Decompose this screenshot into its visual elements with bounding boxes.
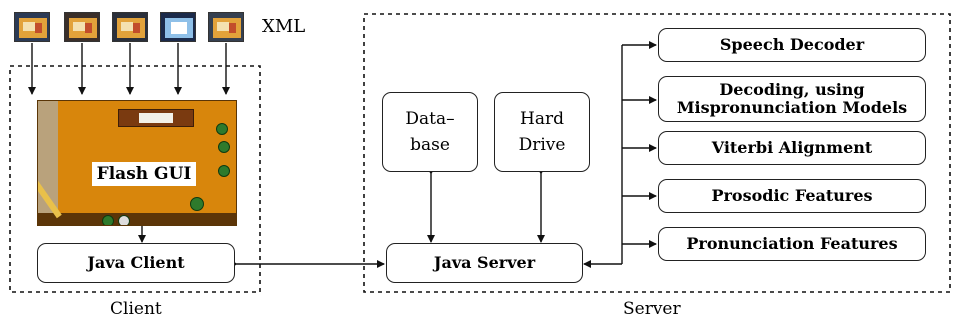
pronunciation-features-label: Pronunciation Features [686,234,898,253]
viterbi-alignment-box: Viterbi Alignment [658,131,926,165]
prosodic-features-box: Prosodic Features [658,179,926,213]
pronunciation-features-box: Pronunciation Features [658,227,926,261]
java-server-label: Java Server [433,253,536,272]
xml-screen-thumbnail-5 [208,12,244,42]
database-label-line-1: Data– [405,109,455,129]
xml-screen-thumbnail-3 [112,12,148,42]
decoding-mispronunciation-box: Decoding, using Mispronunciation Models [658,76,926,122]
decoding-label-line-2: Mispronunciation Models [676,98,908,117]
speech-decoder-box: Speech Decoder [658,28,926,62]
prosodic-features-label: Prosodic Features [711,186,873,205]
xml-screen-thumbnail-1 [14,12,50,42]
decoding-label-line-1: Decoding, using [719,80,865,99]
java-client-label: Java Client [87,253,185,272]
xml-label: XML [262,16,306,37]
xml-screen-thumbnail-4 [160,12,196,42]
flash-gui-label: Flash GUI [92,162,196,186]
client-region [9,65,261,293]
viterbi-alignment-label: Viterbi Alignment [711,138,873,157]
java-server-box: Java Server [386,243,583,283]
flash-gui-screenshot: Flash GUI [37,100,237,226]
database-box: Data– base [382,92,478,172]
hard-drive-label-line-1: Hard [520,109,564,129]
speech-decoder-label: Speech Decoder [719,35,865,54]
client-caption: Client [110,299,162,319]
hard-drive-label-line-2: Drive [518,135,566,155]
java-client-box: Java Client [37,243,235,283]
server-caption: Server [623,299,681,319]
xml-screen-thumbnail-2 [64,12,100,42]
database-label-line-2: base [410,135,450,155]
hard-drive-box: Hard Drive [494,92,590,172]
